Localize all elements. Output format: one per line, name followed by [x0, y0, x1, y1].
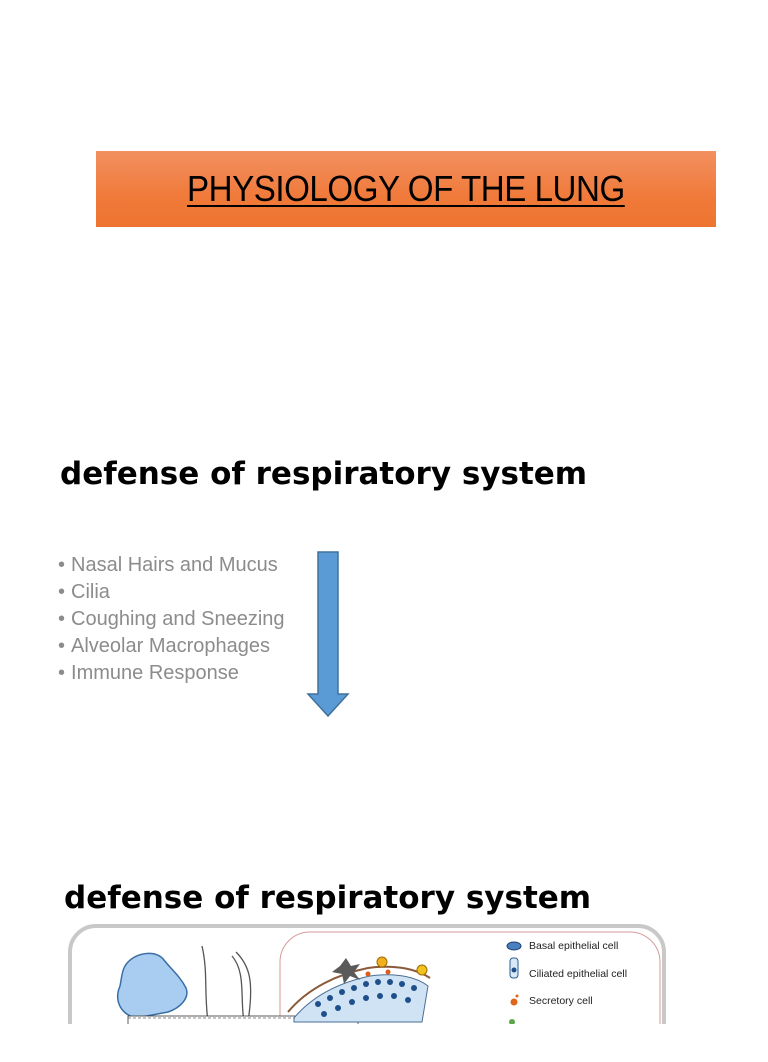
respiratory-tract-diagram: Basal epithelial cell Ciliated epithelia…: [68, 922, 666, 1062]
secretory-cell-icon: [510, 994, 519, 1006]
list-item: •Alveolar Macrophages: [58, 635, 271, 657]
list-item: •Nasal Hairs and Mucus: [58, 554, 278, 576]
section-heading: defense of respiratory system: [60, 456, 588, 492]
defense-list: •Nasal Hairs and Mucus •Cilia •Coughing …: [58, 552, 285, 687]
list-item: •Immune Response: [58, 662, 239, 684]
title-banner: PHYSIOLOGY OF THE LUNG: [96, 151, 716, 227]
legend-label: Ciliated epithelial cell: [529, 968, 628, 980]
basal-cell-icon: [506, 941, 522, 951]
list-item: •Coughing and Sneezing: [58, 608, 285, 630]
legend-label: Secretory cell: [529, 995, 593, 1007]
ciliated-cell-icon: [509, 957, 519, 979]
diagram-illustration: [68, 924, 666, 1024]
down-arrow-icon: [306, 551, 350, 718]
slide-title: PHYSIOLOGY OF THE LUNG: [187, 168, 625, 209]
list-item: •Cilia: [58, 581, 110, 603]
section-heading: defense of respiratory system: [64, 880, 592, 916]
legend-label: Basal epithelial cell: [529, 940, 619, 952]
